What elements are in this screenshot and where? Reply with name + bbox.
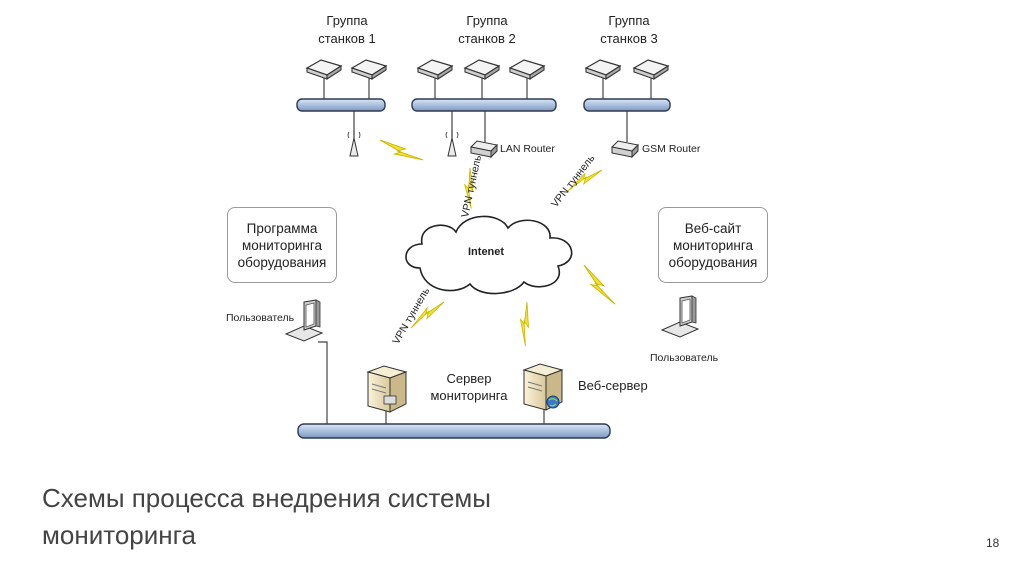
internet-label: Intenet — [468, 246, 505, 258]
wireless-link-icon — [379, 139, 424, 161]
website-box-line3: оборудования — [668, 254, 758, 270]
website-box-line1: Веб-сайт — [684, 220, 742, 236]
monitoring-server-line1: Сервер — [446, 371, 492, 386]
group-3-line1: Группа — [608, 13, 650, 28]
gsm-router-label: GSM Router — [642, 143, 701, 155]
program-box: Программа мониторинга оборудования — [227, 207, 337, 283]
group-3-line2: станков 3 — [600, 31, 658, 46]
machine-icon — [633, 59, 669, 80]
machine-icon — [306, 59, 342, 80]
lan-router-icon — [470, 140, 498, 158]
website-box: Веб-сайт мониторинга оборудования — [658, 207, 768, 283]
monitoring-server-icon — [366, 365, 408, 413]
group-1-label: Группа станков 1 — [292, 12, 402, 48]
bus-main — [297, 423, 611, 439]
machine-icon — [509, 59, 545, 80]
gsm-router-icon — [611, 140, 639, 158]
lan-router-label: LAN Router — [500, 143, 555, 155]
web-server-label: Веб-сервер — [578, 378, 648, 393]
device-lines — [353, 111, 628, 142]
slide-title-line1: Схемы процесса внедрения системы — [42, 483, 491, 513]
user-computer-icon — [661, 295, 699, 338]
antenna-icon — [347, 129, 361, 157]
group-2-line1: Группа — [466, 13, 508, 28]
machine-icon — [417, 59, 453, 80]
antenna-icon — [445, 129, 459, 157]
vpn-label-1: VPN туннель — [459, 154, 484, 219]
program-box-line2: мониторинга — [242, 237, 322, 253]
group-2-line2: станков 2 — [458, 31, 516, 46]
machine-drop-lines — [323, 78, 652, 99]
group-3-label: Группа станков 3 — [574, 12, 684, 48]
monitoring-server-label: Сервер мониторинга — [428, 370, 510, 404]
user-label-left: Пользователь — [226, 312, 295, 324]
user-label-right: Пользователь — [650, 352, 719, 364]
bus-group-3 — [583, 98, 671, 112]
internet-cloud-icon — [405, 215, 573, 295]
vpn-label-3: VPN туннель — [390, 285, 432, 346]
wireless-link-icon — [573, 264, 626, 305]
monitoring-server-line2: мониторинга — [430, 388, 508, 403]
group-1-line1: Группа — [326, 13, 368, 28]
website-box-line2: мониторинга — [673, 237, 753, 253]
machine-icon — [585, 59, 621, 80]
slide-title-line2: мониторинга — [42, 520, 197, 550]
group-1-line2: станков 1 — [318, 31, 376, 46]
vpn-label-2: VPN туннель — [549, 152, 598, 210]
slide-title: Схемы процесса внедрения системы монитор… — [42, 480, 602, 554]
bus-group-2 — [411, 98, 557, 112]
page-number: 18 — [986, 536, 1000, 550]
group-2-label: Группа станков 2 — [432, 12, 542, 48]
program-box-line3: оборудования — [237, 254, 327, 270]
web-server-icon — [522, 363, 564, 411]
machine-icon — [464, 59, 500, 80]
machine-icon — [351, 59, 387, 80]
wireless-link-icon — [509, 301, 543, 347]
program-box-line1: Программа — [246, 220, 318, 236]
bus-group-1 — [296, 98, 386, 112]
